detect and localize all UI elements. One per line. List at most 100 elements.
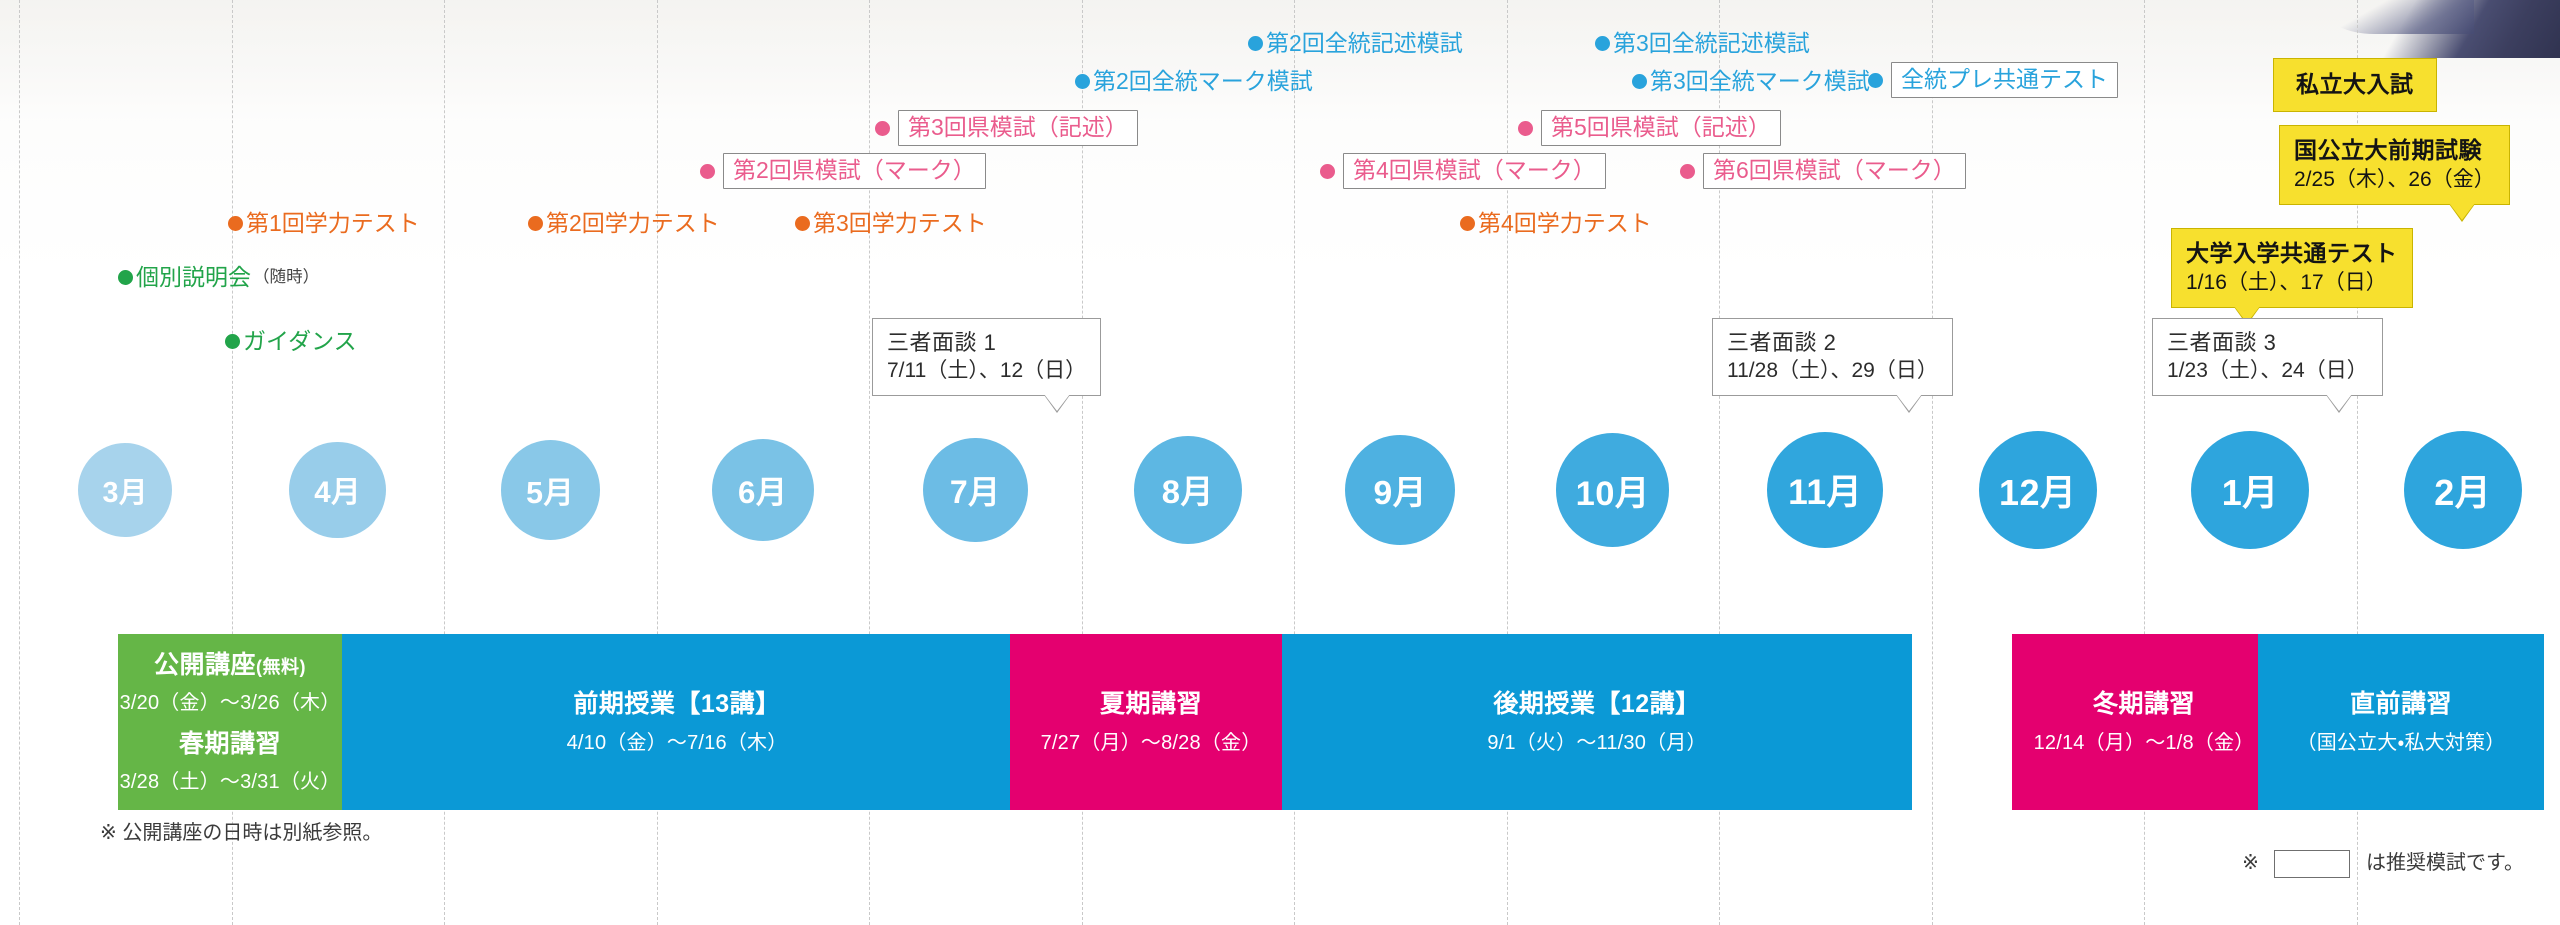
blue-event-zentou-pre-common-test: 全統プレ共通テスト — [1868, 62, 2118, 98]
interview-date: 7/11（土）、12（日） — [887, 359, 1087, 383]
blue-dot-icon — [1075, 74, 1090, 89]
month-gridline — [1081, 0, 1083, 925]
exam-callout-kyotsu-test: 大学入学共通テスト 1/16（土）、17（日） — [2171, 228, 2413, 325]
pink-event-label: 第5回県模試（記述） — [1541, 110, 1781, 146]
month-circle-11[interactable]: 1月 — [2191, 431, 2310, 549]
month-circle-label: 9月 — [1373, 475, 1427, 513]
month-circle-label: 3月 — [102, 476, 149, 509]
blue-event-label: 全統プレ共通テスト — [1891, 62, 2118, 98]
interview-callout-3: 三者面談 3 1/23（土）、24（日） — [2152, 318, 2383, 414]
green-event-note: （随時） — [253, 267, 320, 287]
green-event-guidance: ガイダンス — [225, 330, 357, 353]
month-circle-7[interactable]: 9月 — [1345, 434, 1456, 546]
course-date: 12/14（月）〜1/8（金） — [2033, 731, 2255, 754]
pink-event-ken-moshi-2: 第2回県模試（マーク） — [700, 153, 986, 189]
course-bar-winter[interactable]: 冬期講習 12/14（月）〜1/8（金） — [2012, 634, 2276, 810]
orange-dot-icon — [1460, 216, 1475, 231]
pink-event-ken-moshi-3: 第3回県模試（記述） — [875, 110, 1138, 146]
pink-event-label: 第4回県模試（マーク） — [1343, 153, 1606, 189]
course-title-note: (無料) — [256, 656, 306, 677]
month-circle-9[interactable]: 11月 — [1767, 432, 1884, 548]
course-title: 夏期講習 — [1099, 690, 1202, 719]
month-circle-8[interactable]: 10月 — [1556, 433, 1670, 547]
course-bar-summer[interactable]: 夏期講習 7/27（月）〜8/28（金） — [1010, 634, 1292, 810]
orange-dot-icon — [795, 216, 810, 231]
month-circle-1[interactable]: 3月 — [78, 443, 173, 537]
course-bar-first-term[interactable]: 前期授業【13講】4/10（金）〜7/16（木） — [342, 634, 1012, 810]
course-title: 公開講座(無料) — [153, 650, 306, 679]
pink-dot-icon — [1680, 163, 1695, 179]
month-circle-label: 12月 — [1998, 472, 2077, 513]
course-date: （国公立大・私大対策） — [2296, 731, 2506, 754]
interview-title: 三者面談 3 — [2167, 330, 2277, 355]
blue-event-zentou-mark-2: 第2回全統マーク模試 — [1075, 70, 1313, 93]
month-gridline — [1294, 0, 1295, 925]
month-circle-5[interactable]: 7月 — [922, 437, 1028, 543]
month-gridline — [2144, 0, 2145, 925]
blue-event-zentou-mark-3: 第3回全統マーク模試 — [1632, 70, 1870, 93]
orange-event-label: 第4回学力テスト — [1478, 210, 1652, 236]
callout-tail-inner — [2325, 394, 2352, 412]
blue-event-label: 第2回全統記述模試 — [1266, 30, 1463, 56]
footnote-right-suffix: は推奨模試です。 — [2366, 852, 2524, 874]
pink-event-ken-moshi-5: 第5回県模試（記述） — [1518, 110, 1781, 146]
pink-event-ken-moshi-6: 第6回県模試（マーク） — [1680, 153, 1966, 189]
course-date: 3/20（金）〜3/26（木） — [119, 692, 341, 714]
course-entry: 公開講座(無料) 3/20（金）〜3/26（木） — [120, 650, 341, 715]
pink-dot-icon — [700, 163, 715, 179]
photo-corner-decoration-secondary — [2324, 0, 2474, 34]
exam-callout-shiritsu: 私立大入試 — [2273, 58, 2437, 112]
footnote-right-prefix: ※ — [2242, 852, 2259, 874]
month-gridline — [444, 0, 445, 925]
course-entry: 冬期講習 12/14（月）〜1/8（金） — [2034, 689, 2255, 754]
blue-dot-icon — [1248, 36, 1263, 51]
green-event-kobetsu-setsumeikai: 個別説明会 （随時） — [118, 266, 319, 289]
orange-event-label: 第2回学力テスト — [546, 210, 720, 236]
callout-tail-inner — [1895, 394, 1922, 412]
month-circle-12[interactable]: 2月 — [2403, 431, 2522, 549]
month-circle-label: 7月 — [949, 473, 1001, 510]
exam-callout-kokkouritsu: 国公立大前期試験 2/25（木）、26（金） — [2279, 125, 2510, 222]
exam-title: 大学入学共通テスト — [2186, 240, 2398, 266]
month-gridline — [19, 0, 20, 925]
month-gridline — [2356, 0, 2358, 925]
pink-event-label: 第6回県模試（マーク） — [1703, 153, 1966, 189]
interview-callout-2: 三者面談 2 11/28（土）、29（日） — [1712, 318, 1953, 414]
pink-dot-icon — [1518, 120, 1533, 136]
course-bar-final[interactable]: 直前講習（国公立大・私大対策） — [2258, 634, 2544, 810]
course-date: 7/27（月）〜8/28（金） — [1040, 731, 1262, 754]
month-circle-3[interactable]: 5月 — [500, 440, 600, 540]
interview-title: 三者面談 2 — [1727, 330, 1837, 355]
interview-date: 1/23（土）、24（日） — [2167, 359, 2368, 383]
course-date: 4/10（金）〜7/16（木） — [566, 731, 788, 754]
orange-dot-icon — [528, 216, 543, 231]
course-title: 冬期講習 — [2092, 690, 2195, 719]
month-circle-2[interactable]: 4月 — [289, 441, 387, 539]
green-event-label: ガイダンス — [243, 328, 357, 354]
interview-callout-1: 三者面談 1 7/11（土）、12（日） — [872, 318, 1102, 414]
exam-title: 私立大入試 — [2296, 71, 2414, 97]
month-circle-label: 4月 — [314, 475, 362, 509]
month-circle-label: 5月 — [526, 476, 575, 510]
callout-tail-inner — [2448, 202, 2475, 220]
blue-event-label: 第3回全統記述模試 — [1613, 30, 1810, 56]
course-bar-second-term[interactable]: 後期授業【12講】9/1（火）〜11/30（月） — [1282, 634, 1912, 810]
month-circle-6[interactable]: 8月 — [1133, 436, 1242, 544]
blue-dot-icon — [1868, 72, 1883, 88]
footnote-right: ※ は推奨模試です。 — [2242, 846, 2524, 878]
month-circle-label: 1月 — [2221, 472, 2279, 513]
orange-dot-icon — [228, 216, 243, 231]
month-gridline — [1719, 0, 1720, 925]
orange-event-gakuryoku-test-4: 第4回学力テスト — [1460, 212, 1652, 235]
blue-event-zentou-kijutsu-3: 第3回全統記述模試 — [1595, 32, 1810, 55]
course-entry: 夏期講習 7/27（月）〜8/28（金） — [1041, 689, 1262, 754]
course-title: 後期授業【12講】 — [1493, 690, 1701, 719]
course-entry: 直前講習（国公立大・私大対策） — [2297, 689, 2506, 754]
month-circle-label: 11月 — [1788, 473, 1863, 513]
exam-date: 2/25（木）、26（金） — [2294, 167, 2495, 191]
month-circle-4[interactable]: 6月 — [711, 438, 814, 542]
month-circle-10[interactable]: 12月 — [1978, 431, 2097, 549]
pink-event-ken-moshi-4: 第4回県模試（マーク） — [1320, 153, 1606, 189]
month-gridline — [1931, 0, 1933, 925]
